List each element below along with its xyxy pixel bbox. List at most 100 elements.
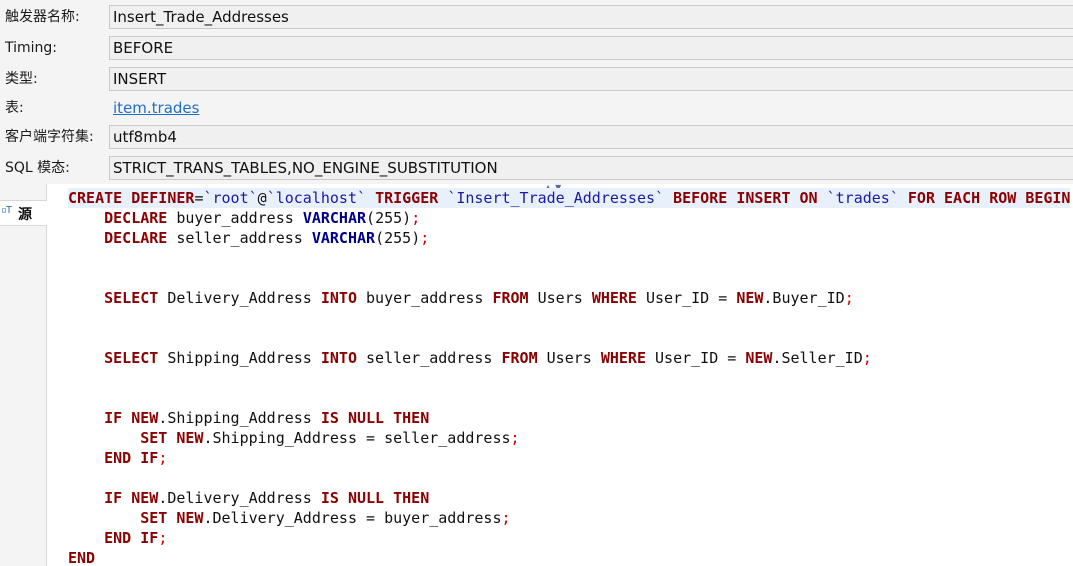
code-token: IF: [140, 529, 159, 547]
code-line[interactable]: DECLARE buyer_address VARCHAR(255);: [68, 208, 420, 228]
code-token: ;: [158, 529, 168, 547]
code-token: [818, 189, 827, 207]
code-token: [1016, 189, 1025, 207]
code-token: SELECT: [104, 289, 159, 307]
code-line[interactable]: CREATE DEFINER=`root`@`localhost` TRIGGE…: [68, 188, 1071, 208]
code-token: User_ID =: [636, 289, 737, 307]
code-line[interactable]: SET NEW.Shipping_Address = seller_addres…: [68, 428, 520, 448]
code-indent: [68, 429, 140, 447]
code-token: IF: [104, 409, 123, 427]
timing-field[interactable]: BEFORE: [109, 36, 1073, 60]
code-token: buyer_address: [357, 289, 493, 307]
code-line[interactable]: DECLARE seller_address VARCHAR(255);: [68, 228, 429, 248]
code-line[interactable]: SELECT Delivery_Address INTO buyer_addre…: [68, 288, 854, 308]
code-token: ): [411, 229, 421, 247]
code-token: `root`: [203, 189, 258, 207]
tab-source[interactable]: ▫T 源: [0, 200, 47, 226]
table-link[interactable]: item.trades: [113, 99, 200, 117]
sqlmode-label: SQL 模态:: [5, 160, 70, 176]
code-indent: [68, 489, 104, 507]
code-indent: [68, 509, 140, 527]
code-token: [131, 449, 140, 467]
code-token: Users: [537, 349, 601, 367]
code-token: seller_address: [357, 349, 502, 367]
code-token: IS: [320, 409, 339, 427]
code-token: NEW: [176, 429, 204, 447]
charset-row: 客户端字符集: utf8mb4: [0, 122, 1073, 152]
code-token: [384, 409, 393, 427]
charset-field[interactable]: utf8mb4: [109, 125, 1073, 149]
code-token: @: [257, 189, 267, 207]
code-token: IF: [140, 449, 159, 467]
code-token: ROW: [989, 189, 1017, 207]
type-field[interactable]: INSERT: [109, 67, 1073, 91]
code-token: DEFINER: [131, 189, 195, 207]
code-token: NEW: [131, 489, 159, 507]
code-token: NEW: [745, 349, 773, 367]
code-token: VARCHAR: [302, 209, 367, 227]
code-token: .Delivery_Address: [158, 489, 321, 507]
code-token: [791, 189, 800, 207]
code-line[interactable]: IF NEW.Delivery_Address IS NULL THEN: [68, 488, 429, 508]
sql-code-editor[interactable]: CREATE DEFINER=`root`@`localhost` TRIGGE…: [48, 188, 1073, 566]
code-indent: [68, 529, 104, 547]
code-token: seller_address: [167, 229, 312, 247]
code-token: [366, 189, 375, 207]
code-token: 255: [375, 209, 403, 227]
code-token: VARCHAR: [311, 229, 376, 247]
splitter-arrows-icon[interactable]: ▲▼: [545, 184, 565, 192]
code-token: ;: [501, 509, 511, 527]
code-token: SET: [140, 429, 168, 447]
code-token: CREATE: [68, 189, 123, 207]
code-line[interactable]: SET NEW.Delivery_Address = buyer_address…: [68, 508, 511, 528]
code-token: NEW: [176, 509, 204, 527]
code-token: `Insert_Trade_Addresses`: [447, 189, 665, 207]
code-line[interactable]: END IF;: [68, 528, 167, 548]
code-token: [438, 189, 447, 207]
code-line[interactable]: END IF;: [68, 448, 167, 468]
code-token: [339, 409, 348, 427]
sqlmode-field[interactable]: STRICT_TRANS_TABLES,NO_ENGINE_SUBSTITUTI…: [109, 156, 1073, 180]
code-token: ;: [862, 349, 872, 367]
code-token: WHERE: [600, 349, 646, 367]
code-token: [664, 189, 673, 207]
code-token: ;: [420, 229, 430, 247]
code-line[interactable]: IF NEW.Shipping_Address IS NULL THEN: [68, 408, 429, 428]
code-indent: [68, 349, 104, 367]
code-token: FROM: [501, 349, 538, 367]
code-token: (: [366, 209, 376, 227]
code-token: .Seller_ID: [772, 349, 863, 367]
code-token: SET: [140, 509, 168, 527]
timing-row: Timing: BEFORE: [0, 33, 1073, 63]
code-token: Delivery_Address: [158, 289, 321, 307]
code-token: .Buyer_ID: [763, 289, 845, 307]
trigger-name-label: 触发器名称:: [5, 9, 80, 25]
code-token: 255: [384, 229, 412, 247]
tab-source-label: 源: [18, 207, 32, 223]
code-token: ;: [158, 449, 168, 467]
code-line[interactable]: SELECT Shipping_Address INTO seller_addr…: [68, 348, 872, 368]
code-token: EACH: [944, 189, 981, 207]
code-token: THEN: [393, 409, 430, 427]
code-token: INTO: [320, 349, 357, 367]
code-token: DECLARE: [104, 229, 168, 247]
code-token: .Delivery_Address = buyer_address: [203, 509, 502, 527]
code-token: END: [104, 529, 132, 547]
code-token: BEGIN: [1025, 189, 1071, 207]
code-token: IS: [320, 489, 339, 507]
code-token: .Shipping_Address: [158, 409, 321, 427]
code-token: Users: [528, 289, 592, 307]
code-token: [727, 189, 736, 207]
code-token: NEW: [131, 409, 159, 427]
code-token: Shipping_Address: [158, 349, 321, 367]
code-line[interactable]: END: [68, 548, 95, 566]
code-token: [384, 489, 393, 507]
trigger-name-field[interactable]: Insert_Trade_Addresses: [109, 5, 1073, 29]
source-icon: ▫T: [1, 205, 12, 216]
sqlmode-row: SQL 模态: STRICT_TRANS_TABLES,NO_ENGINE_SU…: [0, 153, 1073, 183]
code-token: ;: [510, 429, 520, 447]
code-token: ON: [799, 189, 818, 207]
code-token: [131, 529, 140, 547]
table-label: 表:: [5, 100, 24, 116]
code-token: User_ID =: [646, 349, 746, 367]
